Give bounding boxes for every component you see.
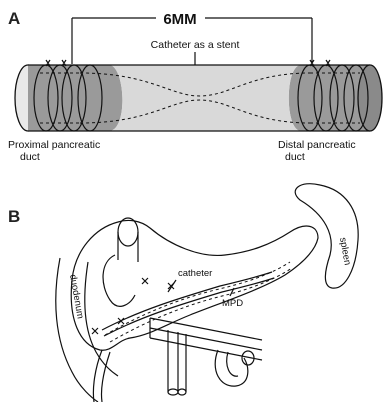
mpd-label: MPD — [222, 298, 243, 309]
distal-duct-label-2: duct — [285, 151, 305, 163]
duodenum — [56, 258, 118, 402]
proximal-duct-label-1: Proximal pancreatic — [8, 139, 100, 151]
distal-duct-label-1: Distal pancreatic — [278, 139, 356, 151]
stomach-stump — [118, 218, 138, 262]
duodenum-label: duodenum — [67, 274, 86, 320]
pancreas — [71, 220, 318, 350]
proximal-duct-label-2: duct — [20, 151, 40, 163]
spleen-label: spleen — [337, 237, 353, 266]
panel-b-label: B — [8, 207, 20, 226]
bile-tube — [93, 350, 102, 402]
mesenteric-vessels — [168, 330, 186, 395]
catheter-stent-label: Catheter as a stent — [151, 39, 240, 51]
catheter-label: catheter — [178, 268, 212, 279]
bile-tube-2 — [101, 352, 110, 402]
vessel-bands — [150, 318, 262, 360]
panel-a-label: A — [8, 9, 20, 28]
measurement-label: 6MM — [163, 11, 196, 28]
catheter-pointer — [168, 280, 176, 292]
splenic-vein-inner — [227, 352, 238, 376]
pancreas-head-lobe — [103, 255, 135, 306]
